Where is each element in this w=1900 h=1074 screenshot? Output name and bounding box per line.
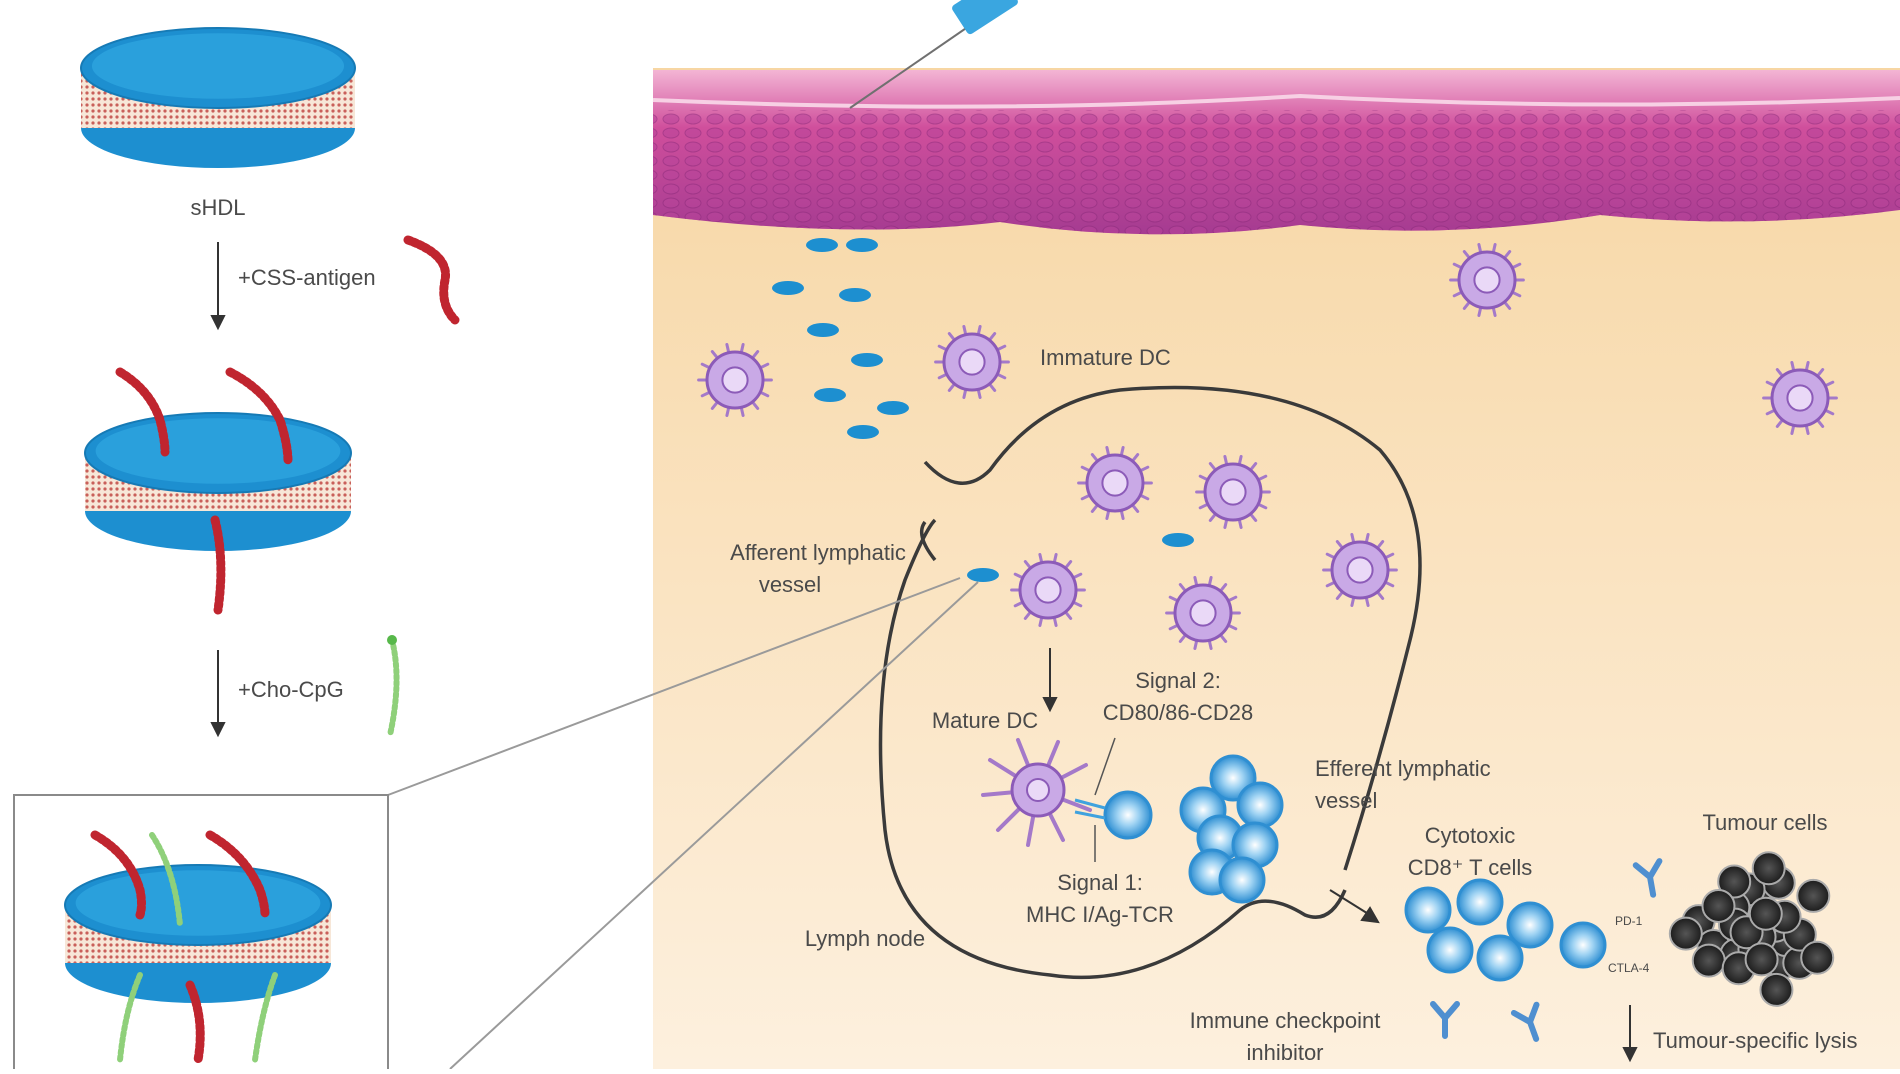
- mature-dc: [981, 738, 1092, 847]
- t-cell: [1456, 878, 1504, 926]
- dendritic-cells: [697, 243, 1838, 650]
- nanodisc-particle: [772, 281, 804, 295]
- cholesterol-anchor: [387, 635, 397, 645]
- tumour-lysis-label: Tumour-specific lysis: [1653, 1028, 1858, 1053]
- nanodisc-particles: [772, 238, 1194, 582]
- epidermis-layer: [652, 70, 1900, 235]
- efferent-vessel-label: Efferent lymphatic: [1315, 756, 1491, 781]
- tumour-cell: [1717, 864, 1752, 899]
- nanodisc-particle: [814, 388, 846, 402]
- immature-dc: [697, 343, 773, 417]
- nanodisc: [80, 27, 356, 168]
- t-cell-cluster-node: [1179, 754, 1284, 904]
- pd1-label: PD-1: [1615, 914, 1643, 928]
- tumour-cell: [1751, 851, 1786, 886]
- cho-cpg-label: +Cho-CpG: [238, 677, 344, 702]
- nanodisc-particle: [877, 401, 909, 415]
- signal2-label: Signal 2:: [1135, 668, 1221, 693]
- zoom-lines: [387, 577, 979, 1070]
- t-cell: [1476, 934, 1524, 982]
- nanodisc: [64, 864, 332, 1003]
- t-cell: [1218, 856, 1266, 904]
- signal2-label-2: CD80/86-CD28: [1103, 700, 1253, 725]
- tumour-cell: [1668, 916, 1703, 951]
- shdl-label: sHDL: [190, 195, 245, 220]
- immature-dc: [1449, 243, 1525, 317]
- immature-dc: [1322, 533, 1398, 607]
- immature-dc: [1077, 446, 1153, 520]
- checkpoint-inhibitor-icons: [1430, 858, 1663, 1042]
- t-cell: [1506, 901, 1554, 949]
- ctla4-label: CTLA-4: [1608, 961, 1650, 975]
- afferent-vessel: [919, 520, 937, 562]
- nanodisc-particle: [807, 323, 839, 337]
- checkpoint-label-2: inhibitor: [1246, 1040, 1323, 1065]
- nanodisc-particle: [839, 288, 871, 302]
- immature-dc: [1762, 361, 1838, 435]
- lymph-node-outline: [878, 385, 1422, 980]
- tumour-cell: [1800, 940, 1835, 975]
- immature-dc: [934, 325, 1010, 399]
- syringe-icon: [849, 0, 1018, 109]
- t-cell: [1404, 886, 1452, 934]
- tumour-cell: [1759, 972, 1794, 1007]
- tumour-cells-label: Tumour cells: [1702, 810, 1827, 835]
- t-cell: [1559, 921, 1607, 969]
- t-cell-cluster-cytotoxic: [1404, 878, 1607, 982]
- nanodisc: [84, 412, 352, 551]
- immature-dc: [1195, 455, 1271, 529]
- tumour-cell: [1748, 896, 1783, 931]
- nanodisc-particle: [851, 353, 883, 367]
- immature-dc: [1010, 553, 1086, 627]
- tumour-cells: [1668, 851, 1835, 1007]
- nanodisc-particle: [847, 425, 879, 439]
- zoom-box: [13, 794, 389, 1074]
- nanodisc-particle: [806, 238, 838, 252]
- tumour-cell: [1701, 888, 1736, 923]
- immature-dc: [1165, 576, 1241, 650]
- assembly-arrows: [210, 242, 226, 738]
- tumour-cell: [1796, 878, 1831, 913]
- antibody-icon: [1430, 1001, 1460, 1039]
- labels: sHDL +CSS-antigen +Cho-CpG Immature DC A…: [190, 195, 1857, 1065]
- signal1-label: Signal 1:: [1057, 870, 1143, 895]
- css-antigen-label: +CSS-antigen: [238, 265, 376, 290]
- t-cell-synapse: [1074, 737, 1153, 862]
- antibody-icon: [1632, 858, 1663, 898]
- t-cell: [1426, 926, 1474, 974]
- afferent-vessel-label: Afferent lymphatic: [730, 540, 906, 565]
- checkpoint-label: Immune checkpoint: [1190, 1008, 1381, 1033]
- cytotoxic-label: Cytotoxic: [1425, 823, 1515, 848]
- mature-dc-label: Mature DC: [932, 708, 1038, 733]
- immature-dc-label: Immature DC: [1040, 345, 1171, 370]
- nanodisc-particle: [967, 568, 999, 582]
- nanodisc-particle: [1162, 533, 1194, 547]
- signal1-label-2: MHC I/Ag-TCR: [1026, 902, 1174, 927]
- lymph-node-label: Lymph node: [805, 926, 925, 951]
- arrows: [1042, 648, 1638, 1063]
- afferent-vessel-label-2: vessel: [759, 572, 821, 597]
- nanodisc-assembly: [64, 27, 460, 1065]
- efferent-vessel-label-2: vessel: [1315, 788, 1377, 813]
- t-cell: [1236, 781, 1284, 829]
- cytotoxic-label-2: CD8⁺ T cells: [1408, 855, 1533, 880]
- tumour-cell: [1691, 943, 1726, 978]
- tumour-cell: [1744, 942, 1779, 977]
- antibody-icon: [1510, 1001, 1540, 1042]
- nanodisc-particle: [846, 238, 878, 252]
